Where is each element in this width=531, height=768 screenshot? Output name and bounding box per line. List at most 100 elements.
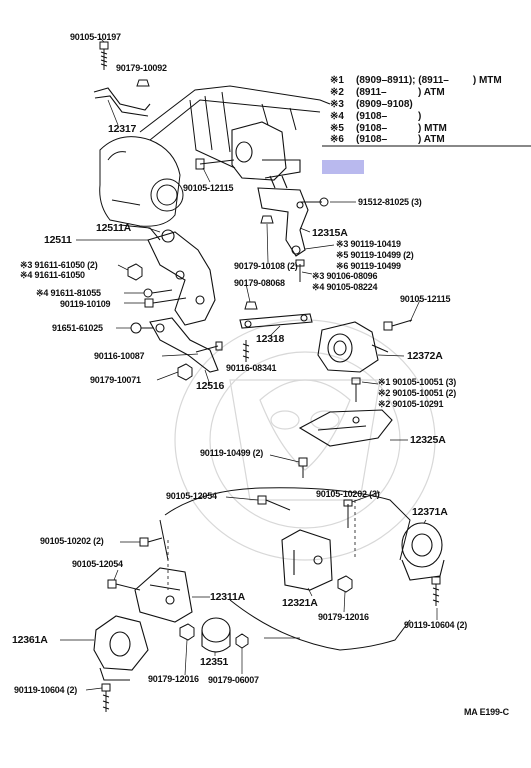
rod-12318 — [239, 313, 313, 329]
bolt-90119-10499-mid — [298, 457, 308, 478]
part-label-12325A: 12325A — [410, 434, 446, 446]
mount-12361A — [93, 615, 149, 681]
legend-mark: ※3 — [330, 99, 344, 110]
part-label-12511A: 12511A — [96, 222, 132, 234]
legend-mark: ※1 — [330, 75, 344, 86]
bolt-90179-10108 — [260, 215, 274, 224]
part-label-91512-81025: 91512-81025 (3) — [358, 197, 422, 207]
part-label-90119-10499-mid: 90119-10499 (2) — [200, 448, 264, 458]
part-label-91611-81055: ※4 91611-81055 — [36, 288, 101, 298]
legend-type: ) MTM — [418, 123, 447, 134]
part-label-12511: 12511 — [44, 234, 72, 246]
part-label-90179-12016-right: 90179-12016 — [318, 612, 369, 622]
legend-mark: ※4 — [330, 111, 344, 122]
bracket-12321A — [281, 529, 333, 591]
legend-row-4: ※4 (9108–) — [330, 112, 421, 122]
legend-range: (9108– — [356, 123, 388, 134]
bolt-90105-10202-3 — [343, 499, 353, 528]
part-label-12351: 12351 — [200, 656, 229, 668]
bracket-12311A — [134, 567, 193, 623]
part-label-90119-10419: ※3 90119-10419 — [336, 239, 401, 249]
bracket-12516 — [149, 317, 219, 373]
highlight-box — [322, 160, 364, 174]
bolt-90105-10051 — [351, 377, 361, 402]
bolt-91651-61025 — [130, 322, 154, 334]
bolt-90105-12054-upper — [257, 495, 291, 511]
bolt-90105-10197 — [99, 41, 109, 70]
part-label-90179-10071: 90179-10071 — [90, 375, 141, 385]
mount-12372A — [317, 321, 389, 373]
part-label-91611-61050-4: ※4 91611-61050 — [20, 270, 85, 280]
bolt-90119-10604-right — [431, 576, 441, 606]
legend-row-3: ※3 (8909–9108) — [330, 100, 413, 110]
legend-mark: ※6 — [330, 134, 344, 145]
part-label-12372A: 12372A — [407, 350, 443, 362]
nut-90179-06007 — [235, 633, 249, 649]
part-label-90119-10499-5: ※5 90119-10499 (2) — [336, 250, 414, 260]
legend-row-2: ※2(8911–) ATM — [330, 88, 445, 98]
bracket-12325A — [298, 409, 393, 447]
part-label-90105-12115-top: 90105-12115 — [183, 183, 234, 193]
legend-range: (8909–8911); (8911– — [356, 75, 449, 86]
part-label-90105-10051-2: ※2 90105-10051 (2) — [378, 388, 456, 398]
legend-range: (9108– — [356, 111, 388, 122]
nut-90179-10092 — [136, 79, 150, 87]
part-label-90105-10202-3: 90105-10202 (3) — [316, 489, 380, 499]
part-label-90116-08341: 90116-08341 — [226, 363, 277, 373]
part-label-90179-10108: 90179-10108 (2) — [234, 261, 298, 271]
lower-guide-lines — [167, 500, 356, 590]
leader-lines — [60, 37, 438, 691]
part-label-12311A: 12311A — [210, 591, 246, 603]
part-label-90116-10087: 90116-10087 — [94, 351, 145, 361]
part-label-90179-10092: 90179-10092 — [116, 63, 167, 73]
nut-91611-61050 — [127, 263, 143, 281]
bracket-12511 — [147, 229, 216, 326]
bracket-12317 — [93, 87, 151, 117]
part-label-90105-10197: 90105-10197 — [70, 32, 121, 42]
mount-12371A — [401, 522, 445, 581]
legend-range: (9108– — [356, 134, 388, 145]
bolt-91611-81055 — [143, 288, 173, 298]
legend-range: (8911– — [356, 87, 387, 98]
bolt-90105-10202-2 — [139, 537, 163, 547]
bolt-90105-12115-right — [383, 319, 413, 331]
diagram-code: MA E199-C — [464, 707, 509, 717]
bolt-91512-81025 — [300, 197, 329, 207]
part-label-90105-10051-1: ※1 90105-10051 (3) — [378, 377, 456, 387]
nut-90179-12016-right — [337, 575, 353, 593]
engine-block-outline — [99, 85, 331, 241]
part-label-90105-12054-lower: 90105-12054 — [72, 559, 123, 569]
part-label-90179-08068: 90179-08068 — [234, 278, 285, 288]
legend-row-1: ※1 (8909–8911); (8911– ) MTM — [330, 76, 502, 86]
upper-mount-insulator — [231, 121, 301, 189]
stud-90116-08341 — [242, 340, 250, 362]
watermark-emblem — [174, 319, 436, 561]
part-label-90105-08224: ※4 90105-08224 — [312, 282, 378, 292]
part-label-12315A: 12315A — [312, 227, 348, 239]
bolt-90179-08068 — [244, 301, 258, 310]
legend-type: ) MTM — [472, 75, 502, 86]
part-label-90106-08096: ※3 90106-08096 — [312, 271, 378, 281]
legend-type: ) — [418, 111, 422, 122]
bolt-90105-12054-lower — [107, 579, 141, 591]
part-label-90119-10604-right: 90119-10604 (2) — [404, 620, 468, 630]
part-label-90119-10109: 90119-10109 — [60, 299, 111, 309]
bracket-12315A — [257, 187, 309, 257]
part-label-12361A: 12361A — [12, 634, 48, 646]
part-label-90105-10291: ※2 90105-10291 — [378, 399, 444, 409]
part-label-90105-12054-upper: 90105-12054 — [166, 491, 217, 501]
part-label-12371A: 12371A — [412, 506, 448, 518]
part-label-12318: 12318 — [256, 333, 285, 345]
part-label-12516: 12516 — [196, 380, 225, 392]
nut-90179-12016-left — [179, 623, 195, 641]
bolt-90116-10087 — [195, 341, 223, 353]
nut-90179-10071 — [177, 363, 193, 381]
legend-type: ) ATM — [418, 87, 445, 98]
part-label-90179-06007: 90179-06007 — [208, 675, 259, 685]
part-label-90119-10604-left: 90119-10604 (2) — [14, 685, 78, 695]
part-label-12321A: 12321A — [282, 597, 318, 609]
bolt-90105-12115-top — [195, 158, 235, 170]
part-label-91651-61025: 91651-61025 — [52, 323, 103, 333]
legend-range: (8909–9108) — [356, 99, 413, 110]
